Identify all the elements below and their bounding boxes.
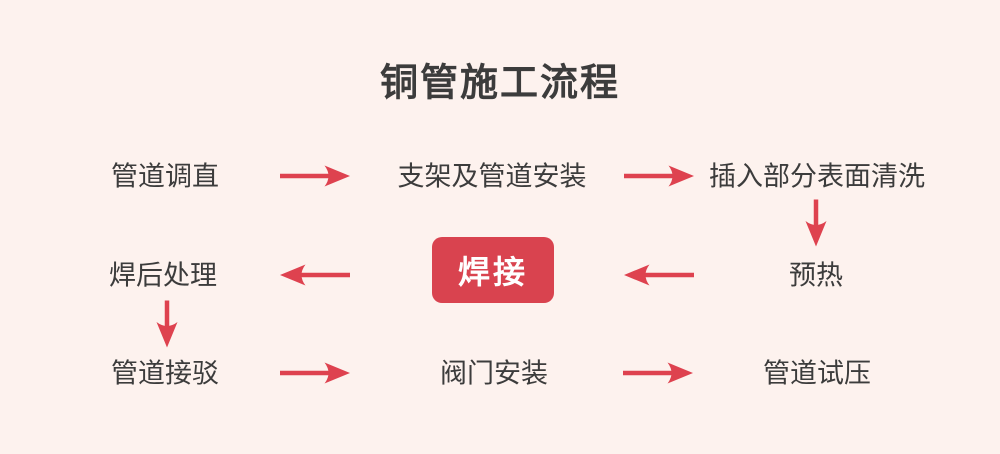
- step-pipe-connection: 管道接驳: [111, 358, 219, 389]
- arrow-right-icon: [280, 164, 350, 188]
- arrow-right-icon: [280, 361, 350, 385]
- arrow-down-icon: [804, 199, 828, 247]
- step-post-weld-treatment: 焊后处理: [109, 260, 217, 291]
- arrow-right-icon: [623, 361, 693, 385]
- step-welding: 焊接: [432, 237, 554, 303]
- step-bracket-and-pipe-installation: 支架及管道安装: [397, 161, 587, 192]
- arrow-right-icon: [624, 164, 694, 188]
- arrow-left-icon: [624, 263, 694, 287]
- page-title: 铜管施工流程: [379, 62, 621, 105]
- step-pipe-pressure-test: 管道试压: [763, 358, 871, 389]
- step-pipe-straightening: 管道调直: [111, 161, 219, 192]
- step-insert-surface-cleaning: 插入部分表面清洗: [709, 161, 925, 192]
- arrow-left-icon: [280, 263, 350, 287]
- step-valve-installation: 阀门安装: [440, 358, 548, 389]
- step-preheating: 预热: [789, 260, 843, 291]
- arrow-down-icon: [155, 300, 179, 348]
